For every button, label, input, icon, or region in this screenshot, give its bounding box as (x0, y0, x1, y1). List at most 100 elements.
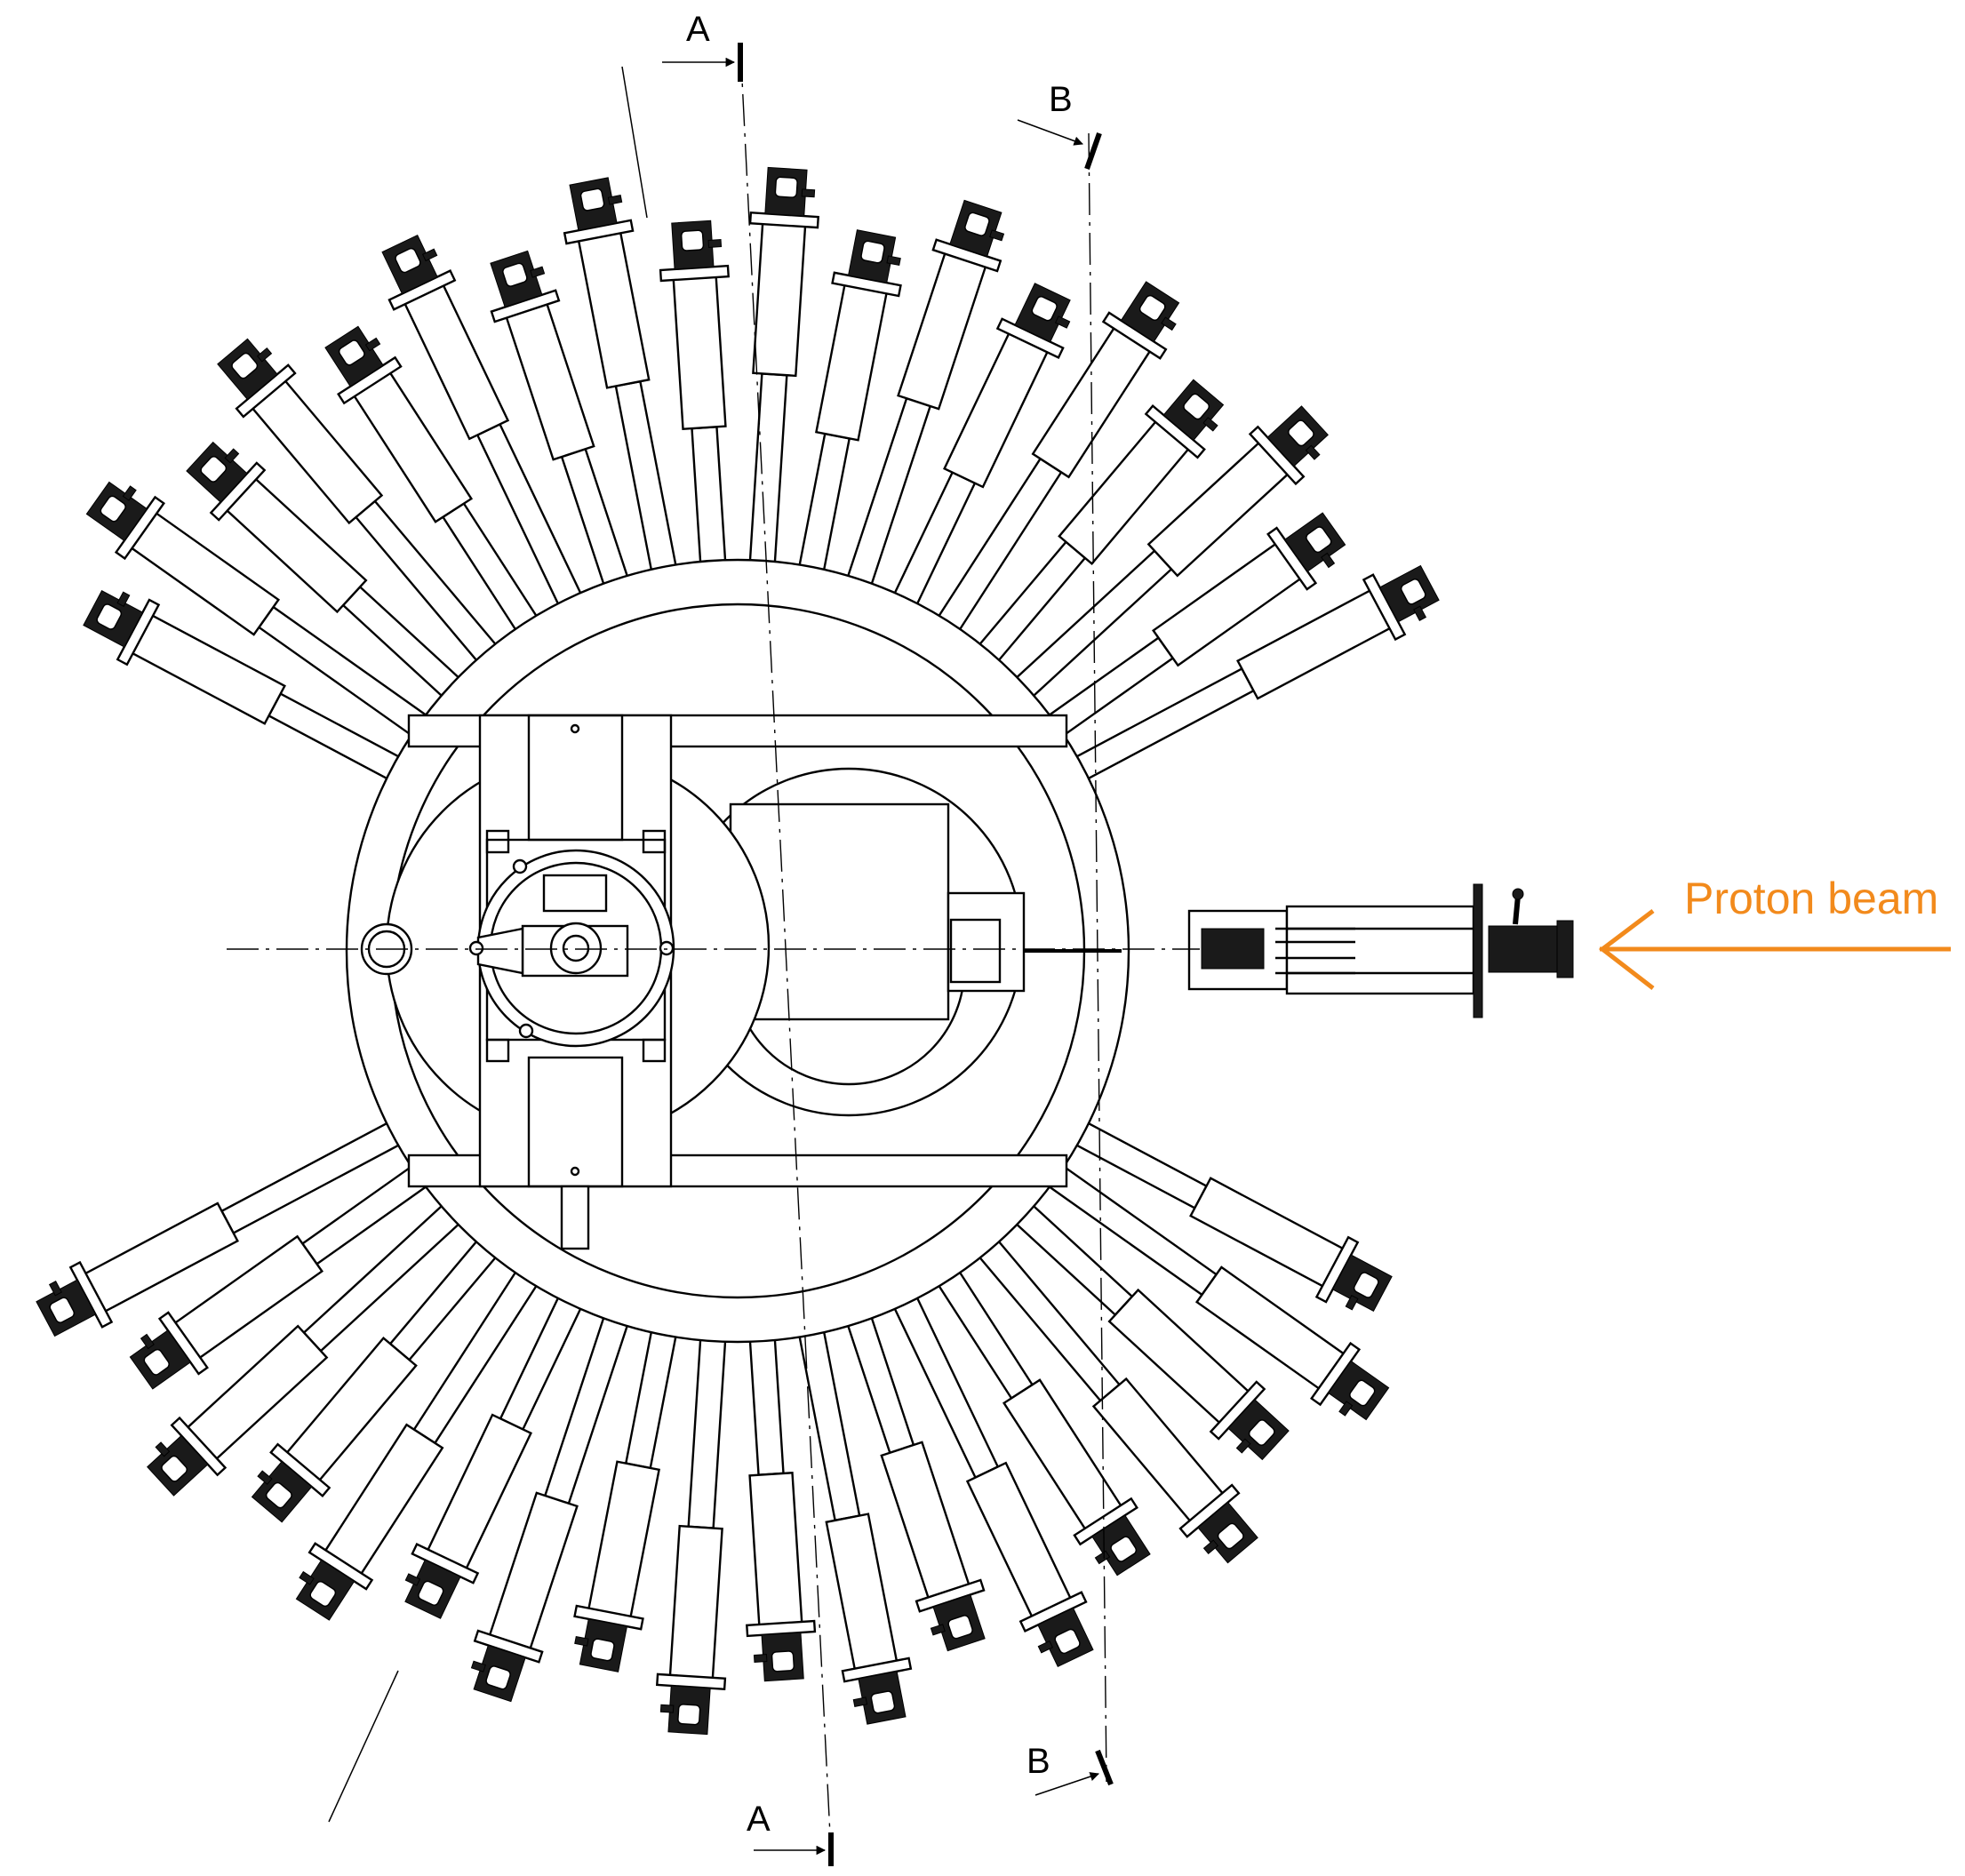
center-lines (227, 44, 1200, 1854)
housing-port-inner (949, 918, 1002, 984)
section-b-top-label: B (1049, 80, 1073, 119)
detector-body (672, 274, 727, 430)
beamline-flange-end (1556, 920, 1574, 978)
pmt-latch (364, 337, 381, 352)
detector-body (130, 613, 286, 725)
pmt-latch (1305, 444, 1321, 460)
target-chamber (345, 558, 1130, 1344)
detector-module (1034, 1154, 1390, 1421)
proton-beam-indicator: Proton beam (1598, 874, 1951, 990)
detector-neck (624, 1313, 681, 1470)
pmt-connector (161, 1455, 188, 1482)
pmt-connector (100, 495, 126, 523)
pmt-connector (860, 240, 885, 264)
detector-body (943, 331, 1050, 489)
beamline-clamp (1201, 928, 1265, 970)
pmt-connector (1349, 1379, 1376, 1407)
pmt-latch (659, 1704, 675, 1713)
detector-neck (1002, 549, 1173, 709)
detector-neck (967, 1226, 1122, 1402)
pmt-connector (1183, 393, 1210, 420)
detector-module (573, 1313, 681, 1672)
detector-module (83, 589, 416, 788)
detector-module (186, 441, 473, 709)
detector-body (965, 1461, 1073, 1619)
pmt-connector (774, 176, 798, 198)
detector-body (752, 220, 807, 378)
pmt-latch (1321, 552, 1336, 569)
left-mechanism (385, 714, 771, 1250)
detector-module (1059, 1114, 1393, 1313)
pmt-connector (1217, 1522, 1244, 1550)
pmt-connector (771, 1650, 795, 1672)
beamline-assembly (1187, 883, 1574, 1018)
stage-screw-c (518, 1023, 534, 1039)
stage-hub (549, 922, 603, 975)
pmt-connector (265, 1481, 292, 1509)
pmt-latch (1235, 1438, 1251, 1454)
section-b-bottom-cut (1095, 1749, 1114, 1786)
detector-module (841, 1300, 986, 1652)
section-markers: A A B B (328, 10, 1114, 1866)
pmt-connector (418, 1580, 444, 1606)
pmt-connector (49, 1297, 76, 1323)
detector-body (1189, 1177, 1346, 1289)
detector-module (563, 177, 681, 588)
stage-top-block (542, 874, 608, 913)
mechanism-stem (560, 1185, 590, 1250)
detector-body (403, 283, 510, 441)
detector-body (504, 301, 595, 461)
pmt-latch (1037, 1640, 1054, 1654)
pmt-connector (677, 1704, 701, 1726)
detector-module (295, 1256, 547, 1621)
detector-body (668, 1524, 723, 1681)
corner-tab-bl (485, 1038, 510, 1063)
pmt-latch (224, 448, 240, 464)
detector-module (404, 1281, 590, 1619)
pmt-latch (1161, 316, 1177, 331)
pmt-latch (1054, 315, 1071, 329)
detector-module (795, 229, 902, 588)
detector-array (36, 166, 1440, 1736)
mechanism-bolt-top (570, 723, 580, 734)
pmt-latch (989, 229, 1005, 242)
arrow-left-icon (1598, 909, 1951, 990)
pmt-latch (753, 1654, 768, 1663)
housing-port (947, 891, 1026, 993)
leader-line-bottom (328, 1670, 399, 1823)
section-b-bottom-label: B (1026, 1742, 1050, 1781)
pmt-connector (1138, 294, 1166, 322)
pmt-connector (502, 262, 528, 287)
pmt-latch (1094, 1550, 1111, 1565)
corner-tab-br (642, 1038, 667, 1063)
pmt-latch (1202, 417, 1218, 432)
valve-handle (1513, 895, 1521, 925)
section-b-top-arrow (1017, 119, 1083, 146)
detector-body (426, 1413, 532, 1571)
detector-module (746, 1321, 817, 1682)
pmt-connector (231, 352, 259, 379)
pmt-latch (707, 239, 723, 248)
pmt-connector (143, 1348, 170, 1376)
proton-beam-label: Proton beam (1684, 874, 1938, 923)
pmt-connector (1110, 1536, 1138, 1562)
detector-neck (614, 379, 681, 588)
pmt-connector (870, 1690, 896, 1714)
pmt-latch (1345, 1295, 1359, 1311)
pmt-connector (590, 1638, 615, 1662)
pmt-latch (530, 266, 546, 278)
detector-neck (687, 1321, 728, 1529)
detector-module (747, 166, 819, 581)
pmt-connector (1353, 1272, 1379, 1298)
detector-module (147, 1193, 473, 1497)
detector-module (251, 1226, 508, 1523)
detector-module (490, 250, 635, 602)
pmt-latch (48, 1281, 62, 1297)
pmt-connector (96, 603, 123, 630)
pmt-connector (1287, 419, 1314, 447)
detector-module (36, 1114, 416, 1337)
beamline-collar (1473, 883, 1483, 1018)
detector-module (1059, 564, 1440, 788)
pmt-connector (1306, 526, 1332, 554)
pmt-latch (155, 1441, 171, 1457)
